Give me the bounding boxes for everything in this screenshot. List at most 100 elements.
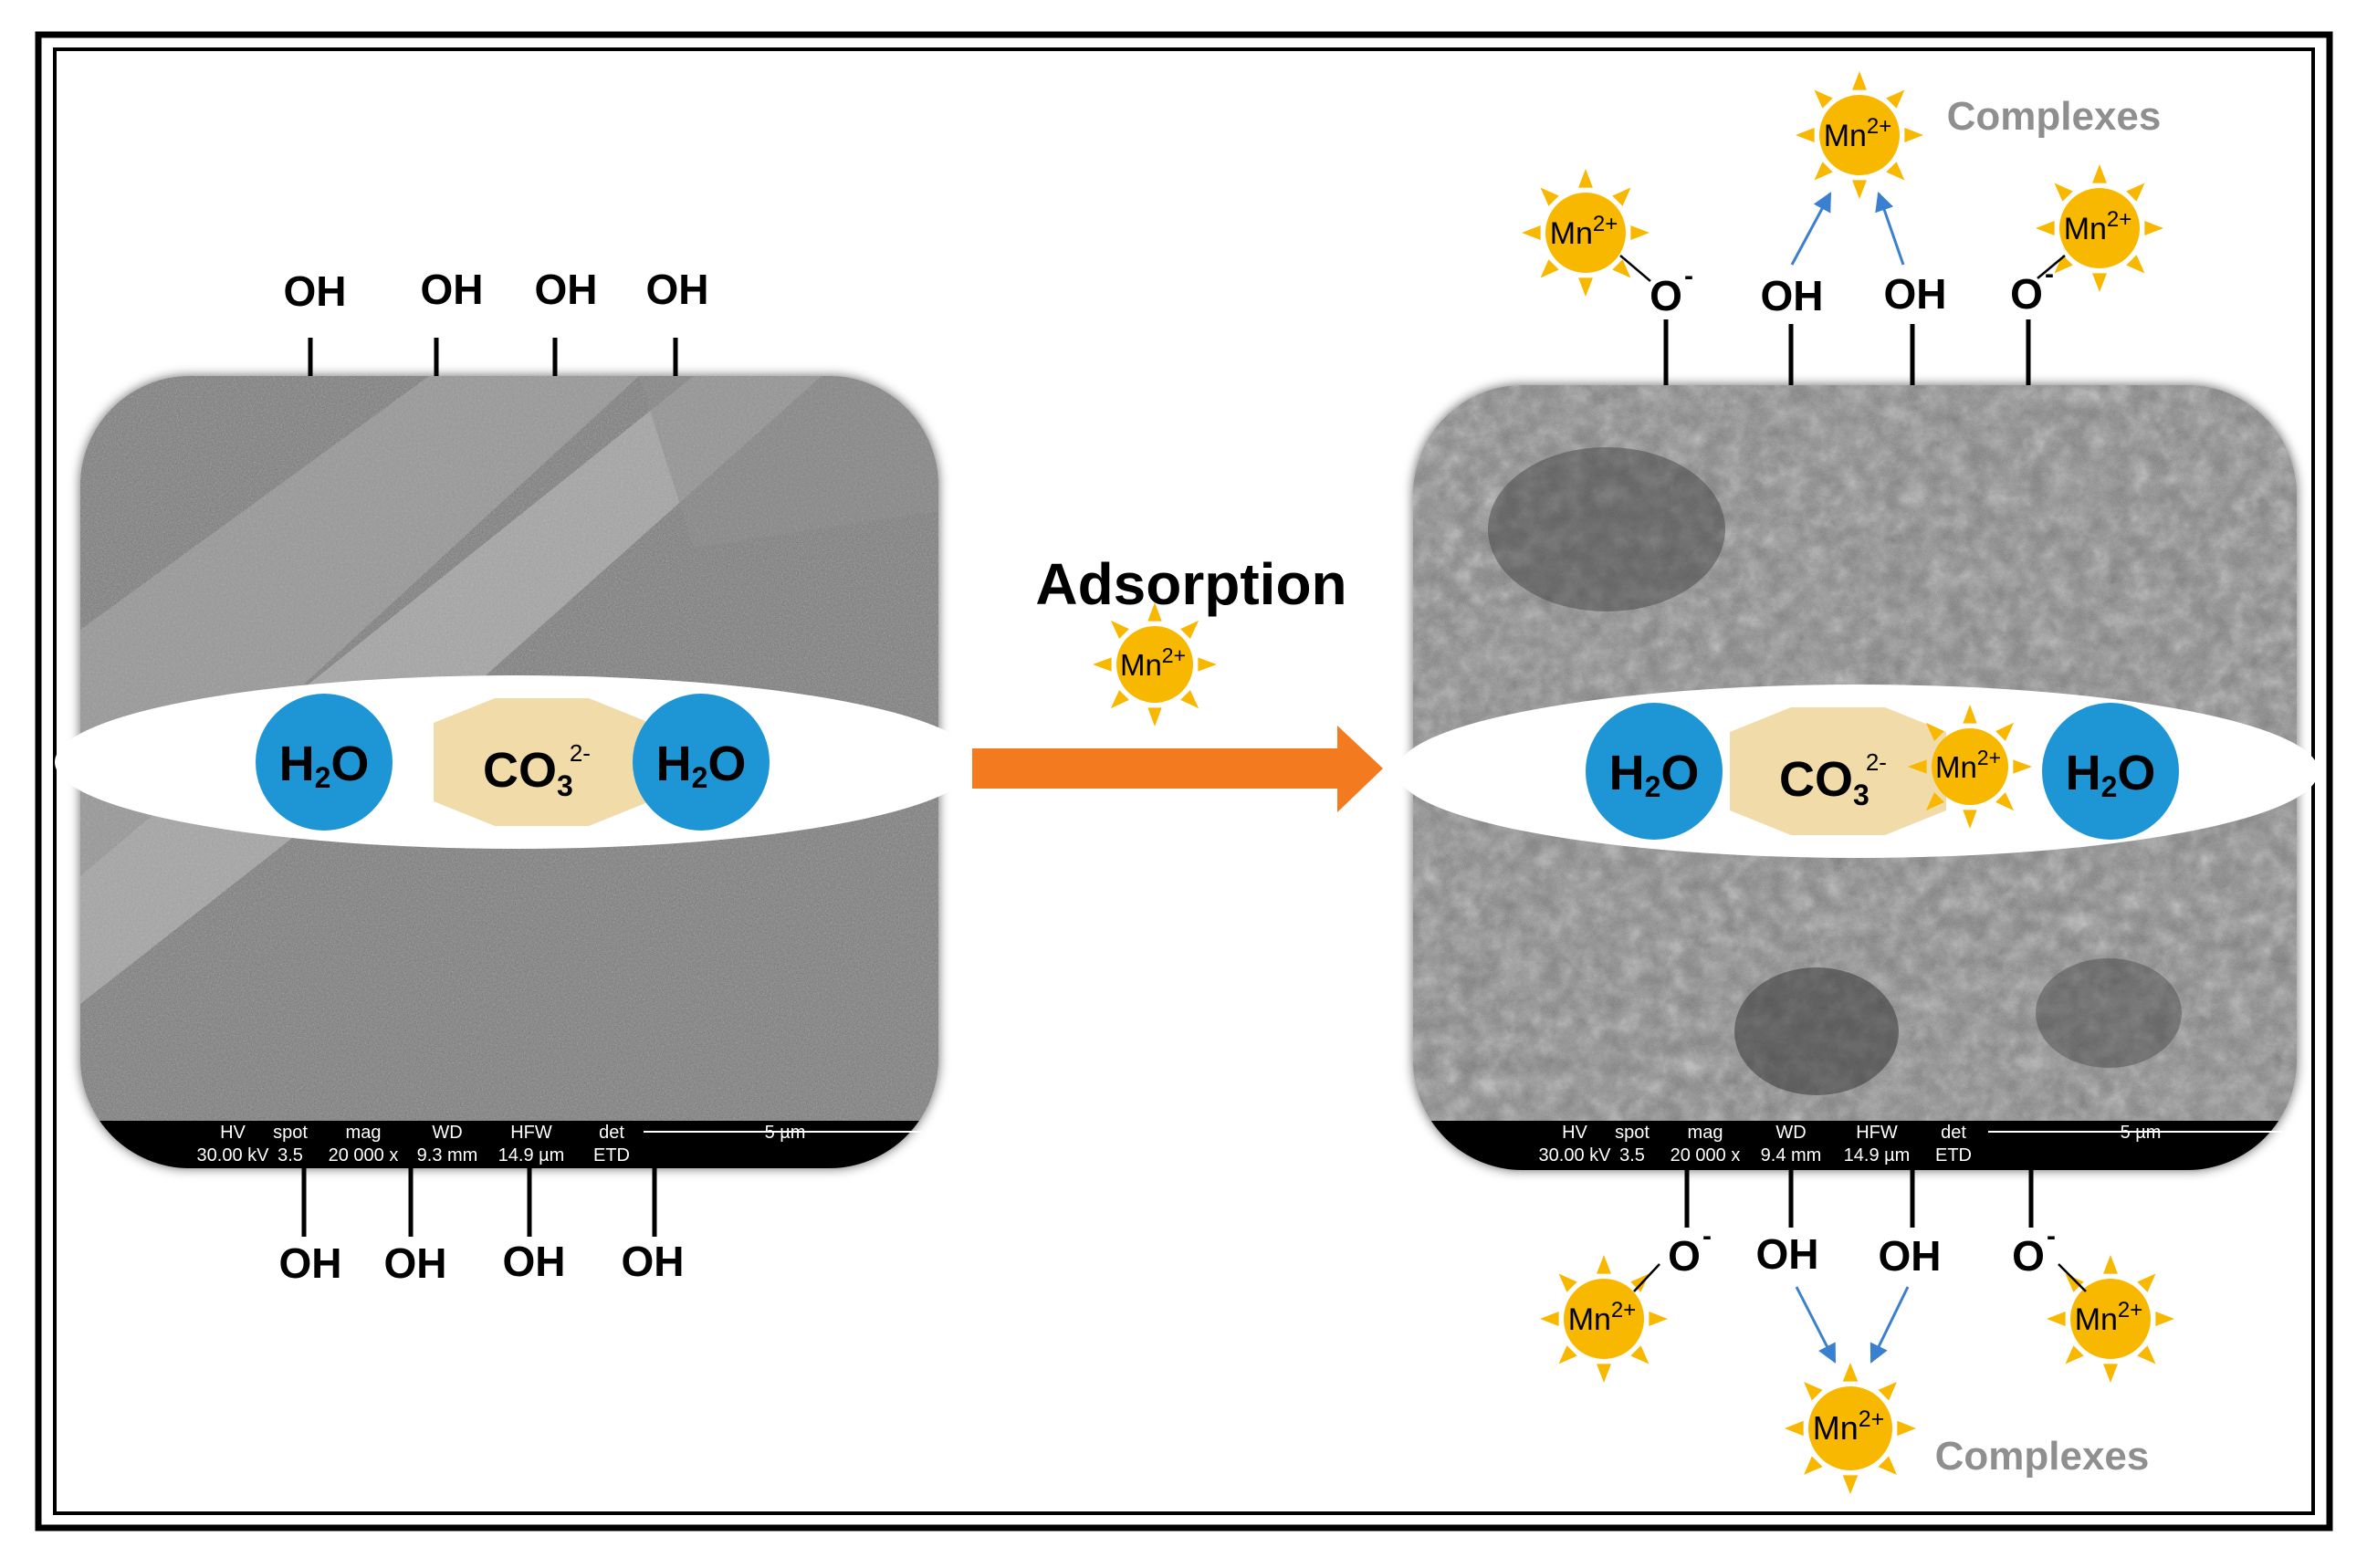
- manganese-label: Mn2+: [1120, 643, 1186, 682]
- sun-ray: [1540, 259, 1559, 278]
- sun-ray: [1180, 620, 1199, 639]
- sun-ray: [1147, 707, 1162, 727]
- sun-ray: [1796, 128, 1815, 142]
- sun-ray: [1886, 162, 1905, 181]
- sem-left-header-spot: spot: [273, 1123, 308, 1143]
- complexes-label-bottom: Complexes: [1935, 1434, 2150, 1479]
- sem-right-header-wd: WD: [1775, 1123, 1806, 1143]
- carbonate-ion-left: CO32-: [434, 698, 650, 826]
- sun-ray: [2103, 1255, 2118, 1274]
- water-molecule-right-2: H2O: [2042, 703, 2179, 840]
- sun-ray: [1878, 1382, 1897, 1401]
- carbonate-hexagon: [1730, 707, 1946, 835]
- water-circle: [2042, 703, 2179, 840]
- manganese-label: Mn2+: [1813, 1406, 1885, 1447]
- manganese-label: Mn2+: [2075, 1298, 2143, 1337]
- sun-ray: [2126, 183, 2145, 202]
- sem-right-header-det: det: [1941, 1123, 1966, 1143]
- complex-arrows: [1790, 192, 1910, 1364]
- sem-left-header-hv: HV: [220, 1123, 246, 1143]
- manganese-label: Mn2+: [2064, 207, 2132, 246]
- svg-text:H2O: H2O: [279, 737, 370, 794]
- sem-left-value-hv: 30.00 kV: [197, 1145, 270, 1166]
- hydroxyl-label: OH: [646, 266, 709, 313]
- outer-frame: [35, 31, 2333, 1531]
- carbonate-ion-right: CO32-: [1730, 707, 1946, 835]
- sun-core: [1116, 626, 1193, 703]
- sem-right-header-mag: mag: [1688, 1123, 1723, 1143]
- water-circle: [1586, 703, 1723, 840]
- water-circle: [633, 694, 770, 831]
- manganese-label: Mn2+: [1568, 1298, 1637, 1337]
- sun-ray: [1649, 1312, 1668, 1326]
- sun-ray: [1963, 705, 1977, 724]
- adsorption-arrow: [972, 726, 1383, 812]
- sun-core: [1564, 1279, 1644, 1359]
- sem-right-value-wd: 9.4 mm: [1761, 1145, 1822, 1166]
- sem-left-scale: 5 µm: [765, 1123, 806, 1143]
- manganese-ion: Mn2+: [1093, 602, 1217, 727]
- sun-ray: [1147, 602, 1162, 622]
- manganese-ion: Mn2+: [1785, 1363, 1916, 1494]
- sun-ray: [1630, 1273, 1650, 1292]
- sun-ray: [1612, 187, 1631, 206]
- hydroxyl-label: OH: [535, 266, 598, 313]
- svg-text:H2O: H2O: [2066, 746, 2156, 803]
- sun-ray: [1897, 1420, 1916, 1437]
- sun-ray: [1630, 225, 1650, 240]
- hydroxyl-label: OH: [1884, 270, 1947, 318]
- sun-ray: [2144, 221, 2163, 235]
- sun-ray: [1597, 1364, 1611, 1383]
- hydroxyl-label: OH: [279, 1239, 342, 1287]
- sun-ray: [1558, 1345, 1577, 1364]
- adsorption-label: Adsorption: [1035, 551, 1346, 617]
- sun-ray: [1597, 1255, 1611, 1274]
- sem-left-value-mag: 20 000 x: [329, 1145, 399, 1166]
- sun-ray: [1110, 620, 1129, 639]
- sun-core: [1545, 193, 1626, 273]
- sem-right-header-hfw: HFW: [1856, 1123, 1898, 1143]
- sun-ray: [2103, 1364, 2118, 1383]
- manganese-ions: Mn2+Mn2+Mn2+Mn2+Mn2+Mn2+Mn2+Mn2+: [1093, 71, 2174, 1494]
- sun-ray: [1578, 277, 1593, 297]
- svg-text:O: O: [2010, 270, 2043, 318]
- manganese-label: Mn2+: [1824, 114, 1892, 153]
- hydroxyl-label: OH: [421, 266, 484, 313]
- deprotonated-oxygen: O -: [1668, 1221, 1712, 1280]
- sun-core: [1808, 1386, 1892, 1470]
- svg-text:CO32-: CO32-: [1779, 748, 1887, 811]
- sem-left-value-det: ETD: [593, 1145, 630, 1166]
- sem-left-value-wd: 9.3 mm: [417, 1145, 478, 1166]
- sun-ray: [1925, 792, 1944, 811]
- sun-ray: [1630, 1345, 1650, 1364]
- water-molecule-left-2: H2O: [633, 694, 770, 831]
- manganese-label: Mn2+: [1935, 746, 2001, 784]
- sun-ray: [1995, 792, 2015, 811]
- sun-ray: [2137, 1273, 2156, 1292]
- sun-ray: [1612, 259, 1631, 278]
- svg-text:-: -: [2047, 1221, 2056, 1251]
- sem-right-value-det: ETD: [1935, 1145, 1972, 1166]
- sun-ray: [1852, 180, 1867, 199]
- water-molecule-right-1: H2O: [1586, 703, 1723, 840]
- sun-ray: [1540, 1312, 1559, 1326]
- sun-core: [1819, 95, 1900, 175]
- sun-ray: [2036, 221, 2055, 235]
- sun-ray: [1522, 225, 1541, 240]
- svg-text:O: O: [1650, 272, 1682, 319]
- manganese-ion: Mn2+: [2036, 164, 2163, 292]
- sun-core: [1932, 728, 2008, 805]
- hydroxyl-label: OH: [622, 1238, 685, 1285]
- manganese-ion: Mn2+: [1540, 1255, 1668, 1383]
- sun-ray: [2054, 255, 2073, 274]
- sun-ray: [2126, 255, 2145, 274]
- sun-ray: [1842, 1475, 1859, 1494]
- sun-ray: [1904, 128, 1923, 142]
- sun-core: [2070, 1279, 2151, 1359]
- hydroxyl-label: OH: [1761, 272, 1824, 319]
- sun-ray: [1198, 657, 1217, 672]
- sun-ray: [1886, 89, 1905, 109]
- right-surface-groups: [1663, 319, 2034, 1228]
- hydroxyl-label: OH: [384, 1239, 447, 1287]
